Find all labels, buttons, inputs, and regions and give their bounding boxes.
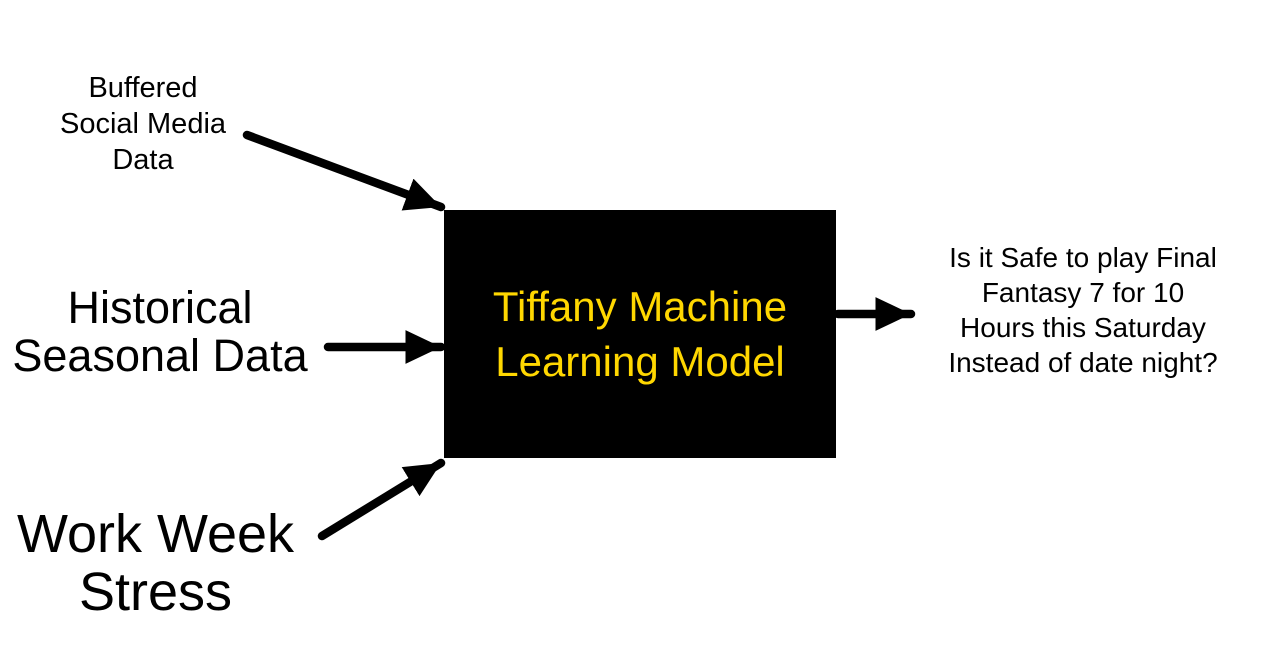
arrow-work-week-stress-to-model [317,458,446,541]
input-label-historical-seasonal-data: Historical Seasonal Data [12,282,308,381]
machine-learning-model-label: Tiffany Machine Learning Model [492,283,788,385]
input-label-buffered-social-media-data: Buffered Social Media Data [59,72,227,176]
arrow-buffered-social-media-to-model [242,130,446,212]
input-label-work-week-stress: Work Week Stress [16,504,295,622]
machine-learning-model-box: Tiffany Machine Learning Model [444,210,836,458]
output-question-label: Is it Safe to play Final Fantasy 7 for 1… [948,242,1218,378]
